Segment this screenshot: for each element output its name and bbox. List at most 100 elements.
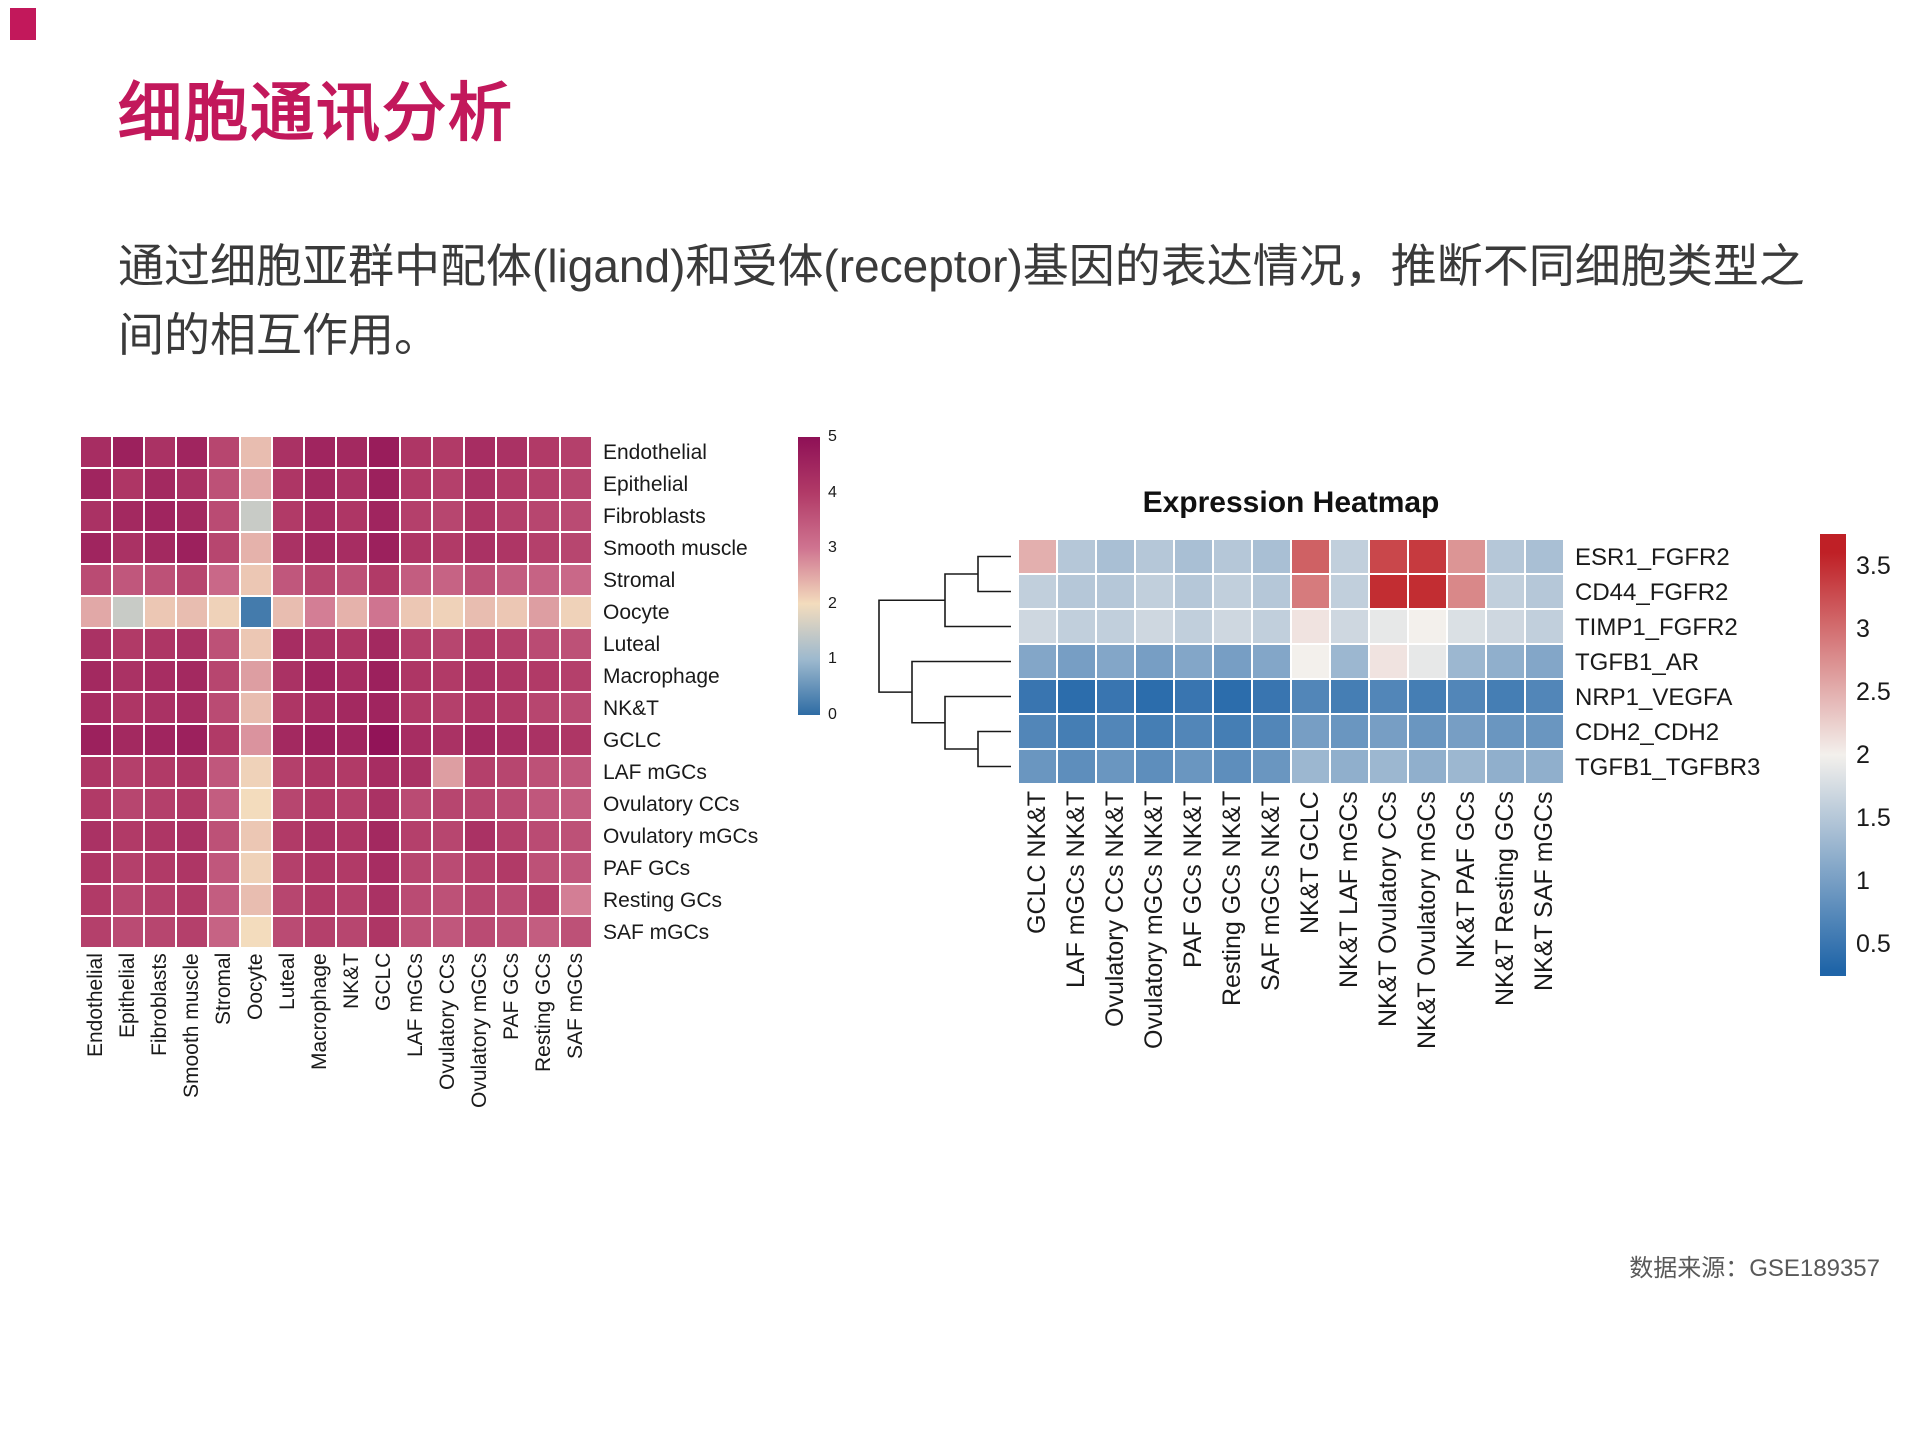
heatmap-cell <box>241 533 271 563</box>
heatmap-cell <box>1331 750 1368 783</box>
row-dendrogram <box>878 555 1011 768</box>
heatmap-cell <box>209 853 239 883</box>
heatmap-cell <box>1097 715 1134 748</box>
heatmap-cell <box>305 853 335 883</box>
row-label: Resting GCs <box>603 889 723 912</box>
colorbar-tick-label: 3 <box>1856 614 1870 643</box>
heatmap-cell <box>561 597 591 627</box>
slide-accent-mark <box>10 8 36 40</box>
heatmap-cell <box>81 501 111 531</box>
heatmap-cell <box>177 789 207 819</box>
heatmap-cell <box>401 629 431 659</box>
row-label: TGFB1_TGFBR3 <box>1575 754 1761 781</box>
heatmap-cell <box>305 501 335 531</box>
heatmap-cell <box>369 565 399 595</box>
heatmap-cell <box>209 533 239 563</box>
col-label: GCLC <box>372 953 395 1012</box>
heatmap-cell <box>1058 750 1095 783</box>
col-label: NK&T Ovulatory mGCs <box>1413 791 1441 1049</box>
row-label: ESR1_FGFR2 <box>1575 544 1730 571</box>
row-label: LAF mGCs <box>603 761 707 784</box>
heatmap-cell <box>1370 680 1407 713</box>
col-label: Ovulatory mGCs <box>468 953 491 1109</box>
heatmap-cell <box>1526 680 1563 713</box>
heatmap-cell <box>401 789 431 819</box>
heatmap-cell <box>1331 610 1368 643</box>
heatmap-cell <box>465 917 495 947</box>
heatmap-cell <box>1253 715 1290 748</box>
heatmap-cell <box>305 597 335 627</box>
heatmap-cell <box>497 725 527 755</box>
heatmap-cell <box>433 501 463 531</box>
heatmap-cell <box>433 661 463 691</box>
heatmap-cell <box>369 725 399 755</box>
heatmap-cell <box>145 437 175 467</box>
row-label: Fibroblasts <box>603 505 706 528</box>
heatmap-cell <box>1214 680 1251 713</box>
heatmap-cell <box>273 885 303 915</box>
heatmap-cell <box>177 661 207 691</box>
heatmap-cell <box>401 821 431 851</box>
heatmap-cell <box>1409 540 1446 573</box>
heatmap-cell <box>433 917 463 947</box>
heatmap-cell <box>497 917 527 947</box>
row-label: Smooth muscle <box>603 537 748 560</box>
col-label: Macrophage <box>308 953 331 1070</box>
heatmap-cell <box>561 757 591 787</box>
heatmap-cell <box>561 437 591 467</box>
heatmap-cell <box>241 693 271 723</box>
heatmap-cell <box>1448 645 1485 678</box>
heatmap-cell <box>561 533 591 563</box>
heatmap-cell <box>81 565 111 595</box>
heatmap-cell <box>113 469 143 499</box>
heatmap-cell <box>1331 540 1368 573</box>
heatmap-cell <box>305 469 335 499</box>
heatmap-cell <box>529 821 559 851</box>
heatmap-cell <box>561 821 591 851</box>
heatmap-cell <box>1097 575 1134 608</box>
heatmap-cell <box>81 757 111 787</box>
heatmap-cell <box>1214 645 1251 678</box>
heatmap-cell <box>337 501 367 531</box>
heatmap-cell <box>529 565 559 595</box>
heatmap-cell <box>1019 540 1056 573</box>
colorbar-tick-label: 1 <box>1856 867 1870 896</box>
heatmap-cell <box>529 725 559 755</box>
heatmap-cell <box>337 469 367 499</box>
heatmap-cell <box>273 853 303 883</box>
heatmap-cell <box>209 917 239 947</box>
heatmap-cell <box>81 853 111 883</box>
heatmap-cell <box>401 725 431 755</box>
row-label: NRP1_VEGFA <box>1575 684 1733 711</box>
heatmap-cell <box>1448 540 1485 573</box>
heatmap-cell <box>305 437 335 467</box>
colorbar-tick-label: 2 <box>828 594 837 612</box>
heatmap-cell <box>209 437 239 467</box>
heatmap-cell <box>337 725 367 755</box>
heatmap-cell <box>529 885 559 915</box>
heatmap-cell <box>1370 575 1407 608</box>
row-label: CD44_FGFR2 <box>1575 579 1729 606</box>
heatmap-cell <box>497 501 527 531</box>
heatmap-cell <box>1253 645 1290 678</box>
col-label: Ovulatory CCs <box>436 953 459 1090</box>
heatmap-cell <box>433 597 463 627</box>
heatmap-cell <box>305 757 335 787</box>
row-label: Oocyte <box>603 601 670 624</box>
heatmap-cell <box>1019 575 1056 608</box>
col-label: LAF mGCs NK&T <box>1062 791 1090 989</box>
heatmap-cell <box>209 469 239 499</box>
heatmap-cell <box>273 597 303 627</box>
heatmap-cell <box>369 885 399 915</box>
heatmap-cell <box>337 789 367 819</box>
heatmap-cell <box>433 821 463 851</box>
heatmap-cell <box>1370 645 1407 678</box>
heatmap-cell <box>561 725 591 755</box>
heatmap-cell <box>81 597 111 627</box>
heatmap-cell <box>1058 680 1095 713</box>
heatmap-cell <box>337 757 367 787</box>
heatmap-cell <box>1136 645 1173 678</box>
heatmap-cell <box>177 757 207 787</box>
